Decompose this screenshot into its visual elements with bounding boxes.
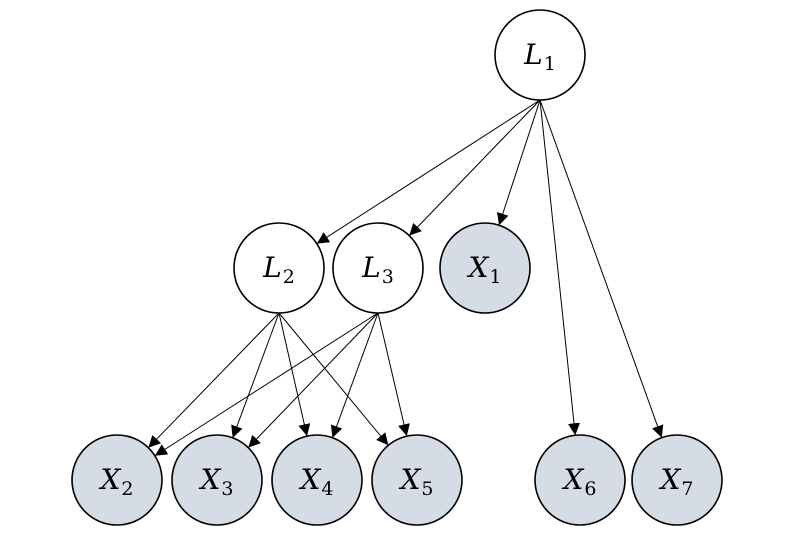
node-l3: L3 bbox=[332, 222, 424, 314]
node-circle-l3 bbox=[332, 222, 424, 314]
node-subscript: 7 bbox=[681, 478, 693, 500]
node-circle-x5 bbox=[371, 434, 463, 526]
node-label-x3: X3 bbox=[198, 463, 233, 500]
node-x7: X7 bbox=[631, 434, 723, 526]
node-circle-x4 bbox=[271, 434, 363, 526]
node-label-l2: L2 bbox=[262, 251, 295, 288]
node-subscript: 2 bbox=[121, 478, 133, 500]
edge-l3-x4 bbox=[330, 312, 379, 438]
node-label-x2: X2 bbox=[98, 463, 133, 500]
edge-l3-x5 bbox=[377, 312, 410, 437]
edge-l1-x1 bbox=[497, 99, 541, 226]
edge-l2-x4 bbox=[278, 312, 311, 437]
edge-l3-x2 bbox=[154, 312, 379, 457]
node-circle-x7 bbox=[631, 434, 723, 526]
node-label-x4: X4 bbox=[298, 463, 333, 500]
edges-layer bbox=[147, 99, 664, 457]
node-subscript: 1 bbox=[544, 53, 556, 75]
node-subscript: 6 bbox=[584, 478, 596, 500]
node-x4: X4 bbox=[271, 434, 363, 526]
node-variable: X bbox=[198, 463, 221, 496]
node-label-x7: X7 bbox=[658, 463, 693, 500]
edge-l3-x3 bbox=[247, 312, 379, 448]
edge-l1-l3 bbox=[408, 99, 541, 236]
node-circle-x3 bbox=[171, 434, 263, 526]
node-label-l1: L1 bbox=[523, 38, 556, 75]
node-variable: X bbox=[398, 463, 421, 496]
node-variable: X bbox=[658, 463, 681, 496]
node-l1: L1 bbox=[494, 9, 586, 101]
node-circle-x6 bbox=[534, 434, 626, 526]
edge-l1-x7 bbox=[539, 99, 664, 438]
node-variable: L bbox=[361, 251, 381, 284]
node-x1: X1 bbox=[439, 222, 531, 314]
node-circle-l2 bbox=[233, 222, 325, 314]
node-subscript: 4 bbox=[321, 478, 333, 500]
edge-l2-x2 bbox=[147, 312, 280, 449]
edge-l2-x3 bbox=[231, 312, 280, 438]
node-subscript: 3 bbox=[382, 266, 394, 288]
node-subscript: 3 bbox=[221, 478, 233, 500]
node-subscript: 5 bbox=[421, 478, 433, 500]
node-variable: L bbox=[523, 38, 543, 71]
node-circle-x2 bbox=[71, 434, 163, 526]
edge-l1-l2 bbox=[316, 99, 541, 245]
node-x3: X3 bbox=[171, 434, 263, 526]
node-subscript: 1 bbox=[489, 266, 501, 288]
node-x6: X6 bbox=[534, 434, 626, 526]
edge-l1-x6 bbox=[539, 99, 580, 436]
node-l2: L2 bbox=[233, 222, 325, 314]
node-circle-x1 bbox=[439, 222, 531, 314]
node-circle-l1 bbox=[494, 9, 586, 101]
node-variable: X bbox=[561, 463, 584, 496]
node-variable: L bbox=[262, 251, 282, 284]
node-label-x1: X1 bbox=[466, 251, 501, 288]
node-x2: X2 bbox=[71, 434, 163, 526]
node-label-x6: X6 bbox=[561, 463, 596, 500]
node-label-x5: X5 bbox=[398, 463, 433, 500]
node-label-l3: L3 bbox=[361, 251, 394, 288]
node-variable: X bbox=[466, 251, 489, 284]
node-variable: X bbox=[98, 463, 121, 496]
edge-l2-x5 bbox=[278, 312, 389, 446]
node-variable: X bbox=[298, 463, 321, 496]
node-subscript: 2 bbox=[283, 266, 295, 288]
node-x5: X5 bbox=[371, 434, 463, 526]
